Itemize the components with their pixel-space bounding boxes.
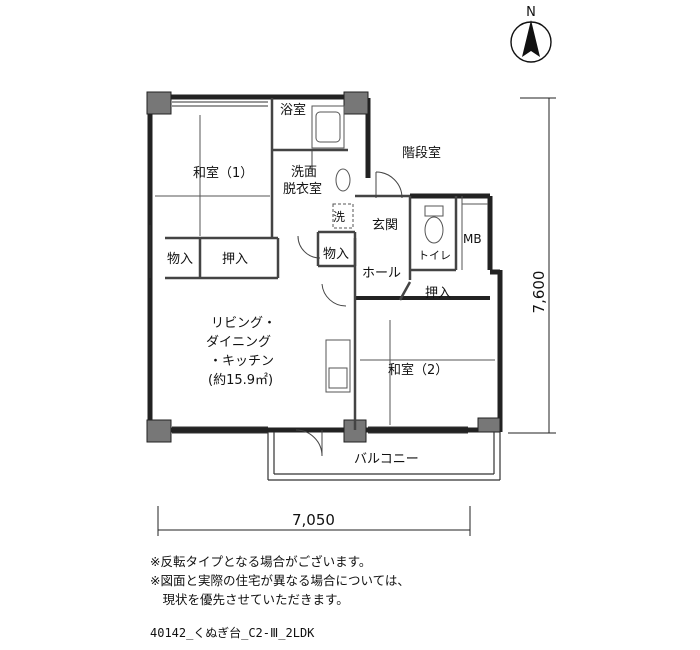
- compass: N: [510, 5, 552, 63]
- door-swings: [295, 150, 403, 457]
- wall-posts: [146, 91, 501, 443]
- room-label-ldk-1: リビング・: [211, 316, 276, 331]
- plan-code: 40142_くぬぎ台_C2-Ⅲ_2LDK: [150, 626, 315, 640]
- room-label-ldk-3: ・キッチン: [209, 354, 274, 369]
- room-label-balcony: バルコニー: [354, 452, 419, 467]
- room-label-washroom-1: 洗面: [291, 165, 317, 180]
- balcony-outline: [267, 432, 501, 481]
- room-labels: 和室（1） 浴室 洗面 脱衣室 洗 階段室 玄関 トイレ MB 物入 押入 物入…: [167, 102, 482, 467]
- room-label-bathroom: 浴室: [280, 102, 306, 118]
- room-label-washitsu-1: 和室（1）: [193, 165, 253, 181]
- room-label-mb: MB: [463, 232, 482, 246]
- tatami-and-fixtures: [155, 105, 495, 425]
- note-difference: ※図面と実際の住宅が異なる場合については、: [150, 573, 410, 588]
- window-openings: [149, 101, 468, 434]
- room-label-ldk-2: ダイニング: [206, 335, 271, 350]
- room-label-storage-center: 物入: [323, 247, 349, 262]
- height-dimension-label: 7,600: [530, 271, 548, 314]
- room-label-washroom-2: 脱衣室: [283, 181, 322, 197]
- dimension-lines: [157, 97, 556, 536]
- room-label-toilet: トイレ: [418, 249, 451, 262]
- exterior-walls: [147, 94, 503, 433]
- note-reversal: ※反転タイプとなる場合がございます。: [150, 554, 372, 569]
- room-label-closet-left: 押入: [222, 252, 248, 267]
- room-label-washitsu-2: 和室（2）: [388, 362, 448, 378]
- room-label-entrance: 玄関: [372, 218, 398, 233]
- room-label-stairwell: 階段室: [402, 145, 441, 161]
- room-label-storage-left: 物入: [167, 252, 193, 267]
- compass-north-label: N: [526, 5, 536, 20]
- room-label-ldk-4: (約15.9㎡): [208, 373, 273, 388]
- note-priority: 現状を優先させていただきます。: [150, 592, 349, 607]
- interior-walls: [165, 98, 458, 430]
- room-label-hall: ホール: [362, 266, 401, 281]
- room-label-closet-right: 押入: [425, 286, 451, 301]
- notes: ※反転タイプとなる場合がございます。 ※図面と実際の住宅が異なる場合については、…: [150, 552, 410, 609]
- width-dimension-label: 7,050: [292, 511, 335, 529]
- room-label-washer: 洗: [333, 210, 345, 224]
